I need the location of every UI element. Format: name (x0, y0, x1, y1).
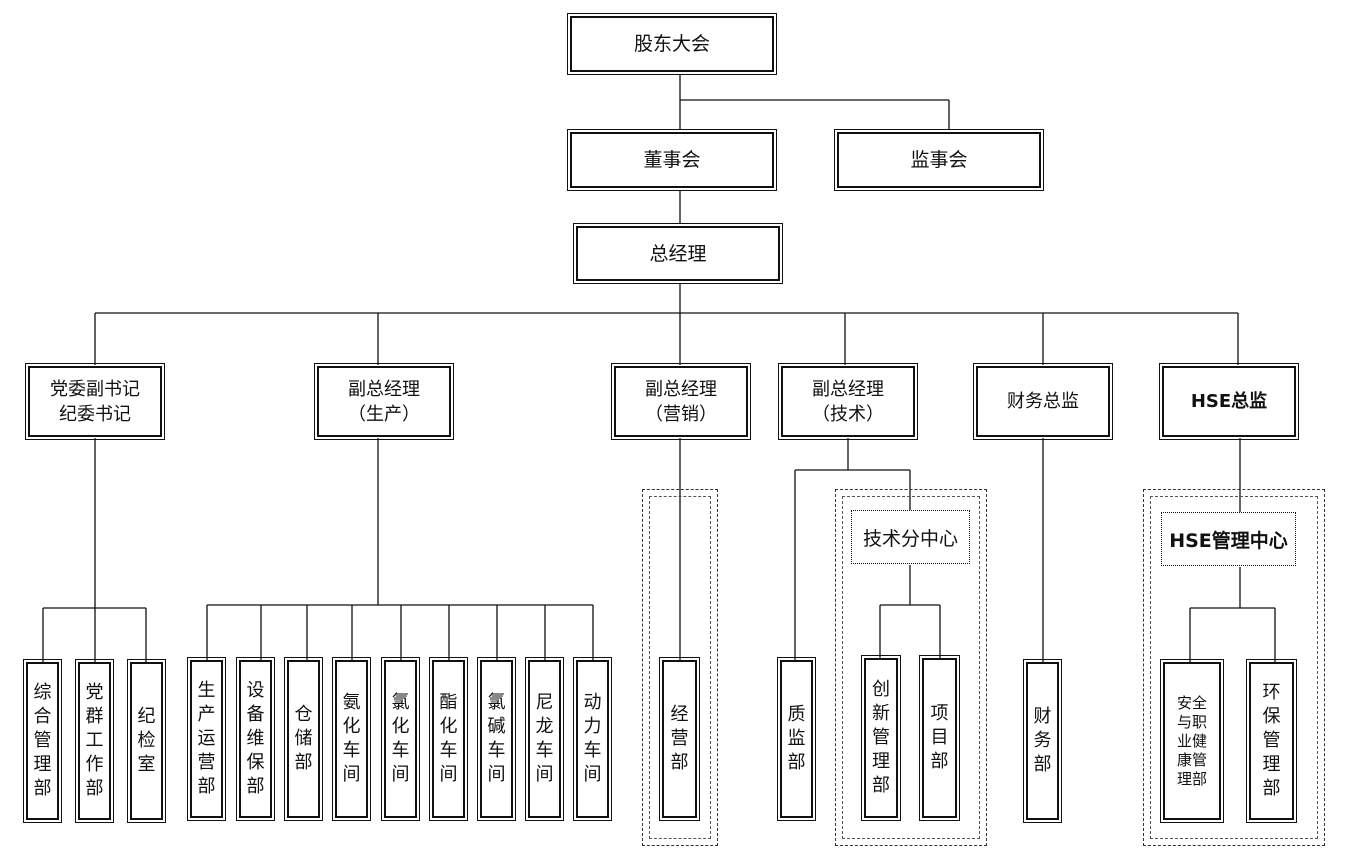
board-of-supervisors-label: 监事会 (910, 149, 968, 171)
hse-director-box: HSE总监 (1159, 363, 1299, 440)
dept-quality-supervision: 质监部 (777, 657, 816, 821)
workshop-chlorination: 氯化车间 (381, 657, 420, 821)
hse-center-label: HSE管理中心 (1169, 529, 1288, 552)
workshop-esterification: 酯化车间 (429, 657, 468, 821)
dept-party-mass-work: 党群工作部 (75, 659, 114, 823)
board-of-directors-label: 董事会 (643, 149, 701, 171)
cfo-label: 财务总监 (1007, 391, 1079, 412)
dept-discipline-office: 纪检室 (127, 659, 166, 823)
dept-environmental-protection: 环保管理部 (1246, 659, 1297, 823)
vp-production-box: 副总经理 （生产） (314, 363, 454, 440)
tech-center-group-frame (835, 489, 987, 846)
general-manager-box: 总经理 (573, 223, 783, 284)
hse-director-label: HSE总监 (1190, 391, 1268, 412)
vp-sales-line2: （营销） (645, 403, 717, 425)
tech-center-label: 技术分中心 (862, 527, 958, 550)
vp-sales-line1: 副总经理 (645, 378, 717, 400)
shareholders-meeting-label: 股东大会 (633, 33, 710, 55)
general-manager-label: 总经理 (649, 242, 707, 265)
party-secretary-line2: 纪委书记 (59, 403, 131, 425)
dept-safety-occupational-health: 安全与职业健康管理部 (1160, 659, 1224, 823)
hse-center-box: HSE管理中心 (1161, 512, 1296, 566)
vp-production-line1: 副总经理 (348, 378, 420, 400)
dept-production-operations: 生产运营部 (187, 657, 226, 821)
vp-tech-line1: 副总经理 (812, 378, 884, 400)
workshop-ammoniation: 氨化车间 (332, 657, 371, 821)
workshop-chlor-alkali: 氯碱车间 (477, 657, 516, 821)
vp-sales-box: 副总经理 （营销） (611, 363, 751, 440)
dept-innovation-management: 创新管理部 (861, 655, 901, 821)
dept-projects: 项目部 (919, 655, 960, 821)
vp-tech-line2: （技术） (812, 403, 884, 425)
vp-production-line2: （生产） (348, 403, 420, 425)
cfo-box: 财务总监 (973, 363, 1113, 440)
board-of-supervisors-box: 监事会 (834, 129, 1044, 191)
workshop-power: 动力车间 (573, 657, 612, 821)
workshop-nylon: 尼龙车间 (525, 657, 564, 821)
sales-group-frame (642, 489, 718, 846)
board-of-directors-box: 董事会 (567, 129, 777, 191)
hse-center-group-frame (1143, 489, 1325, 846)
dept-business-operations: 经营部 (659, 657, 700, 821)
dept-finance: 财务部 (1023, 659, 1062, 823)
vp-tech-box: 副总经理 （技术） (778, 363, 918, 440)
dept-warehouse: 仓储部 (284, 657, 323, 821)
party-secretary-line1: 党委副书记 (50, 378, 140, 400)
shareholders-meeting-box: 股东大会 (567, 13, 777, 75)
party-secretary-box: 党委副书记 纪委书记 (25, 363, 165, 440)
dept-equipment-maintenance: 设备维保部 (236, 657, 275, 821)
dept-general-management: 综合管理部 (23, 659, 62, 823)
tech-center-box: 技术分中心 (851, 510, 970, 564)
